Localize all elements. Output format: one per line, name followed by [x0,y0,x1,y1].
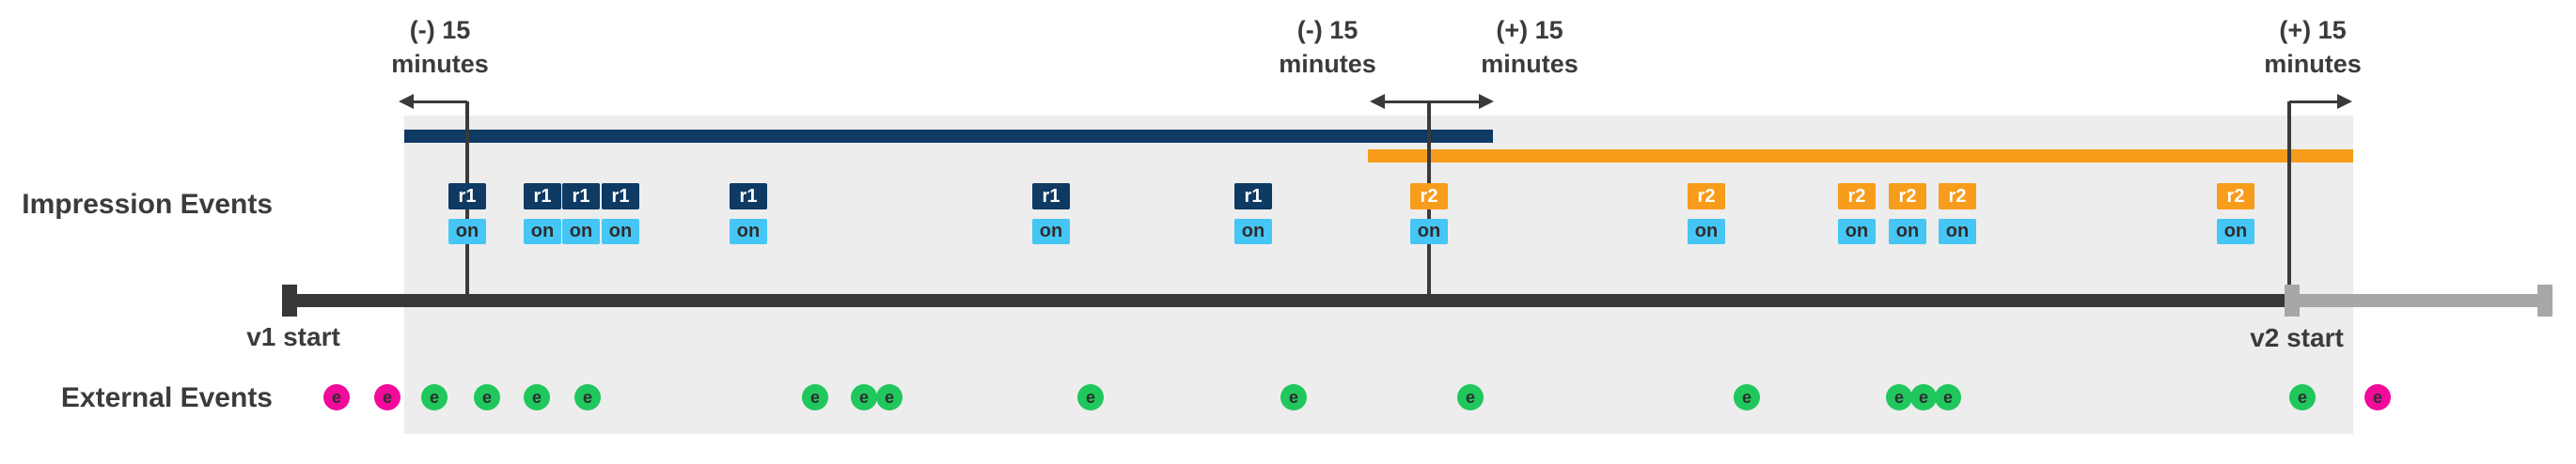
external-event-dot-green: e [802,384,828,410]
impression-event-on-badge: on [1234,219,1272,244]
external-event-dot-green: e [421,384,448,410]
offset-label-line2: minutes [391,50,489,78]
impression-event-release-badge-r1: r1 [730,183,767,209]
impression-event-on-badge: on [1838,219,1876,244]
impression-event-on-badge: on [730,219,767,244]
external-event-dot-magenta: e [2364,384,2391,410]
impression-event-on-badge: on [1688,219,1725,244]
impression-event-on-badge: on [2217,219,2254,244]
impression-event-on-badge: on [1889,219,1926,244]
impression-event-release-badge-r2: r2 [1410,183,1448,209]
offset-arrow-left-line [408,101,467,103]
offset-label-minus15-mid: (-) 15 minutes [1233,13,1422,81]
impression-event-release-badge-r2: r2 [1939,183,1976,209]
external-event-dot-green: e [1457,384,1484,410]
impression-event-on-badge: on [1939,219,1976,244]
timeline-end-cap [2537,285,2552,317]
offset-label-line2: minutes [2264,50,2362,78]
offset-label-line1: (+) 15 [2279,16,2347,44]
impression-event-on-badge: on [524,219,561,244]
timeline-v1-bar [289,294,2289,307]
external-event-dot-green: e [1886,384,1912,410]
impression-event-on-badge: on [448,219,486,244]
offset-arrow-mid-line [1374,101,1490,103]
external-event-dot-magenta: e [323,384,350,410]
offset-arrow-right-line [2289,101,2348,103]
external-event-dot-green: e [876,384,903,410]
impression-event-release-badge-r1: r1 [562,183,600,209]
offset-label-plus15-mid: (+) 15 minutes [1436,13,1624,81]
offset-label-plus15-right: (+) 15 minutes [2219,13,2407,81]
analysis-window-panel [404,116,2353,434]
offset-marker-line [2287,101,2291,295]
external-event-dot-green: e [574,384,601,410]
arrow-left-icon [399,94,414,109]
impression-event-on-badge: on [1410,219,1448,244]
impression-event-release-badge-r2: r2 [2217,183,2254,209]
impression-event-release-badge-r1: r1 [1234,183,1272,209]
external-event-dot-green: e [1935,384,1961,410]
offset-label-line2: minutes [1481,50,1579,78]
r2-active-window-bar [1368,149,2353,162]
impression-event-release-badge-r1: r1 [448,183,486,209]
timeline-v2-bar [2289,294,2552,307]
external-event-dot-green: e [474,384,500,410]
impression-event-release-badge-r1: r1 [1032,183,1070,209]
impression-event-release-badge-r2: r2 [1889,183,1926,209]
external-event-dot-green: e [851,384,877,410]
offset-label-line1: (-) 15 [409,16,471,44]
impression-event-release-badge-r1: r1 [524,183,561,209]
external-events-row-label: External Events [60,382,273,413]
arrow-right-icon [1479,94,1494,109]
external-event-dot-magenta: e [374,384,401,410]
external-event-dot-green: e [1734,384,1760,410]
external-event-dot-green: e [1280,384,1307,410]
offset-label-line1: (+) 15 [1496,16,1563,44]
offset-label-line1: (-) 15 [1296,16,1359,44]
impression-event-release-badge-r2: r2 [1688,183,1725,209]
v2-start-label: v2 start [2250,323,2344,352]
impression-event-on-badge: on [562,219,600,244]
impression-event-release-badge-r1: r1 [602,183,639,209]
r1-active-window-bar [404,130,1493,143]
external-event-dot-green: e [524,384,550,410]
arrow-right-icon [2337,94,2352,109]
arrow-left-icon [1370,94,1385,109]
v1-start-label: v1 start [246,322,340,351]
external-event-dot-green: e [1077,384,1104,410]
impression-events-row-label: Impression Events [22,189,273,220]
impression-event-release-badge-r2: r2 [1838,183,1876,209]
offset-label-line2: minutes [1279,50,1376,78]
impression-event-on-badge: on [602,219,639,244]
external-event-dot-green: e [2289,384,2316,410]
offset-label-minus15-left: (-) 15 minutes [346,13,534,81]
impression-event-on-badge: on [1032,219,1070,244]
external-event-dot-green: e [1910,384,1937,410]
